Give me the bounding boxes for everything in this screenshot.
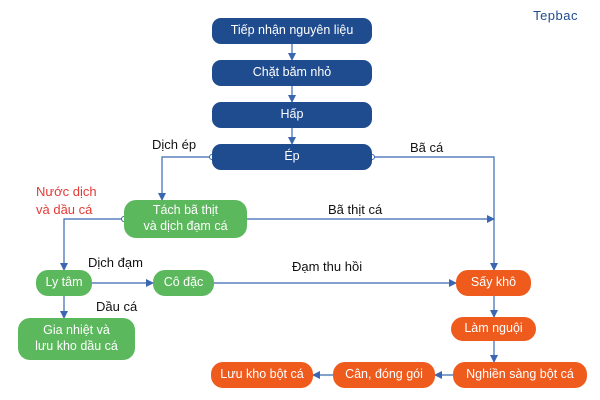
label-dich-dam: Dịch đạm xyxy=(88,255,143,270)
node-say-kho: Sấy khô xyxy=(456,270,531,296)
node-ly-tam: Ly tâm xyxy=(36,270,92,296)
arrow-tach-lytam xyxy=(60,218,124,271)
node-chat-bam-nho: Chặt băm nhỏ xyxy=(212,60,372,86)
node-can-dong-goi: Cân, đóng gói xyxy=(333,362,435,388)
node-lam-nguoi: Làm nguội xyxy=(451,317,536,341)
label-nuoc-dich-va-dau-ca: Nước dịch và dầu cá xyxy=(36,184,97,217)
arrow-ep-saykho xyxy=(372,156,498,271)
node-ep: Ép xyxy=(212,144,372,170)
label-ba-thit-ca: Bã thịt cá xyxy=(328,202,383,217)
label-dich-ep: Dịch ép xyxy=(152,137,197,152)
node-luu-kho-bot-ca: Lưu kho bột cá xyxy=(211,362,313,388)
node-co-dac: Cô đặc xyxy=(153,270,214,296)
node-gia-nhiet-luu-kho-dau-ca: Gia nhiệt và lưu kho dầu cá xyxy=(18,318,135,360)
node-hap: Hấp xyxy=(212,102,372,128)
label-dam-thu-hoi: Đạm thu hồi xyxy=(292,259,363,274)
label-dau-ca: Dầu cá xyxy=(96,299,138,314)
node-nghien-sang-bot-ca: Nghiền sàng bột cá xyxy=(453,362,587,388)
label-ba-ca: Bã cá xyxy=(410,140,444,155)
arrow-ep-tach xyxy=(158,156,212,201)
node-tach-ba-thit: Tách bã thịt và dịch đạm cá xyxy=(124,200,247,238)
node-tiep-nhan-nguyen-lieu: Tiếp nhận nguyên liệu xyxy=(212,18,372,44)
brand-logo: Tepbac xyxy=(533,8,578,23)
